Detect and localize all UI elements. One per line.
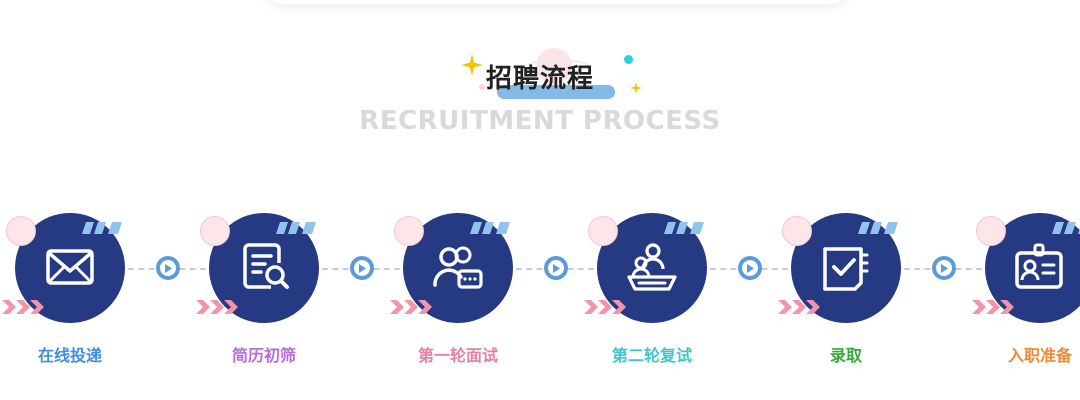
chevron-decoration xyxy=(584,300,626,314)
pink-dot-decoration xyxy=(394,216,424,246)
play-icon xyxy=(738,256,762,280)
stripes-decoration xyxy=(470,222,510,234)
small-star-icon xyxy=(630,82,642,94)
chevron-decoration xyxy=(778,300,820,314)
resume-search-icon xyxy=(243,243,289,289)
chevron-decoration xyxy=(196,300,238,314)
id-badge-icon xyxy=(1015,243,1063,289)
pink-dot-decoration xyxy=(200,216,230,246)
stripes-decoration xyxy=(858,222,898,234)
stripes-decoration xyxy=(82,222,122,234)
stripes-decoration xyxy=(664,222,704,234)
star-icon xyxy=(461,54,483,76)
interview-chat-icon xyxy=(433,246,483,289)
pink-dot-decoration xyxy=(782,216,812,246)
pink-dot-decoration xyxy=(976,216,1006,246)
chevron-decoration xyxy=(2,300,44,314)
step-first-interview[interactable]: 第一轮面试 xyxy=(388,210,528,370)
page-title: 招聘流程 xyxy=(485,64,594,94)
group-interview-icon xyxy=(627,243,677,291)
envelope-icon xyxy=(46,249,94,285)
step-label: 在线投递 xyxy=(37,346,102,365)
top-card xyxy=(262,0,852,4)
stripes-decoration xyxy=(276,222,316,234)
checklist-icon xyxy=(823,247,869,291)
pink-dot-decoration xyxy=(6,216,36,246)
step-second-interview[interactable]: 第二轮复试 xyxy=(582,210,722,370)
step-admission[interactable]: 录取 xyxy=(776,210,916,370)
page-subtitle: RECRUITMENT PROCESS xyxy=(359,106,721,136)
play-icon xyxy=(932,256,956,280)
title-highlight xyxy=(497,85,615,99)
step-label: 入职准备 xyxy=(1007,346,1072,365)
play-icon xyxy=(156,256,180,280)
cyan-dot xyxy=(624,55,633,64)
step-label: 第一轮面试 xyxy=(417,346,498,365)
chevron-decoration xyxy=(972,300,1014,314)
planet-decoration xyxy=(528,48,589,84)
step-online-apply[interactable]: 在线投递 xyxy=(0,210,140,370)
step-onboarding-prep[interactable]: 入职准备 xyxy=(970,210,1080,370)
chevron-decoration xyxy=(390,300,432,314)
step-resume-screening[interactable]: 简历初筛 xyxy=(194,210,334,370)
play-icon xyxy=(544,256,568,280)
section-header: 招聘流程 RECRUITMENT PROCESS xyxy=(0,40,1080,150)
play-icon xyxy=(350,256,374,280)
stripes-decoration xyxy=(1052,222,1080,234)
process-steps: 在线投递 简历初筛 第一轮面试 xyxy=(0,210,1080,370)
pink-dot-decoration xyxy=(588,216,618,246)
step-label: 简历初筛 xyxy=(231,346,296,365)
pink-dot-small xyxy=(479,84,485,90)
step-label: 第二轮复试 xyxy=(611,346,692,365)
step-label: 录取 xyxy=(829,346,862,365)
